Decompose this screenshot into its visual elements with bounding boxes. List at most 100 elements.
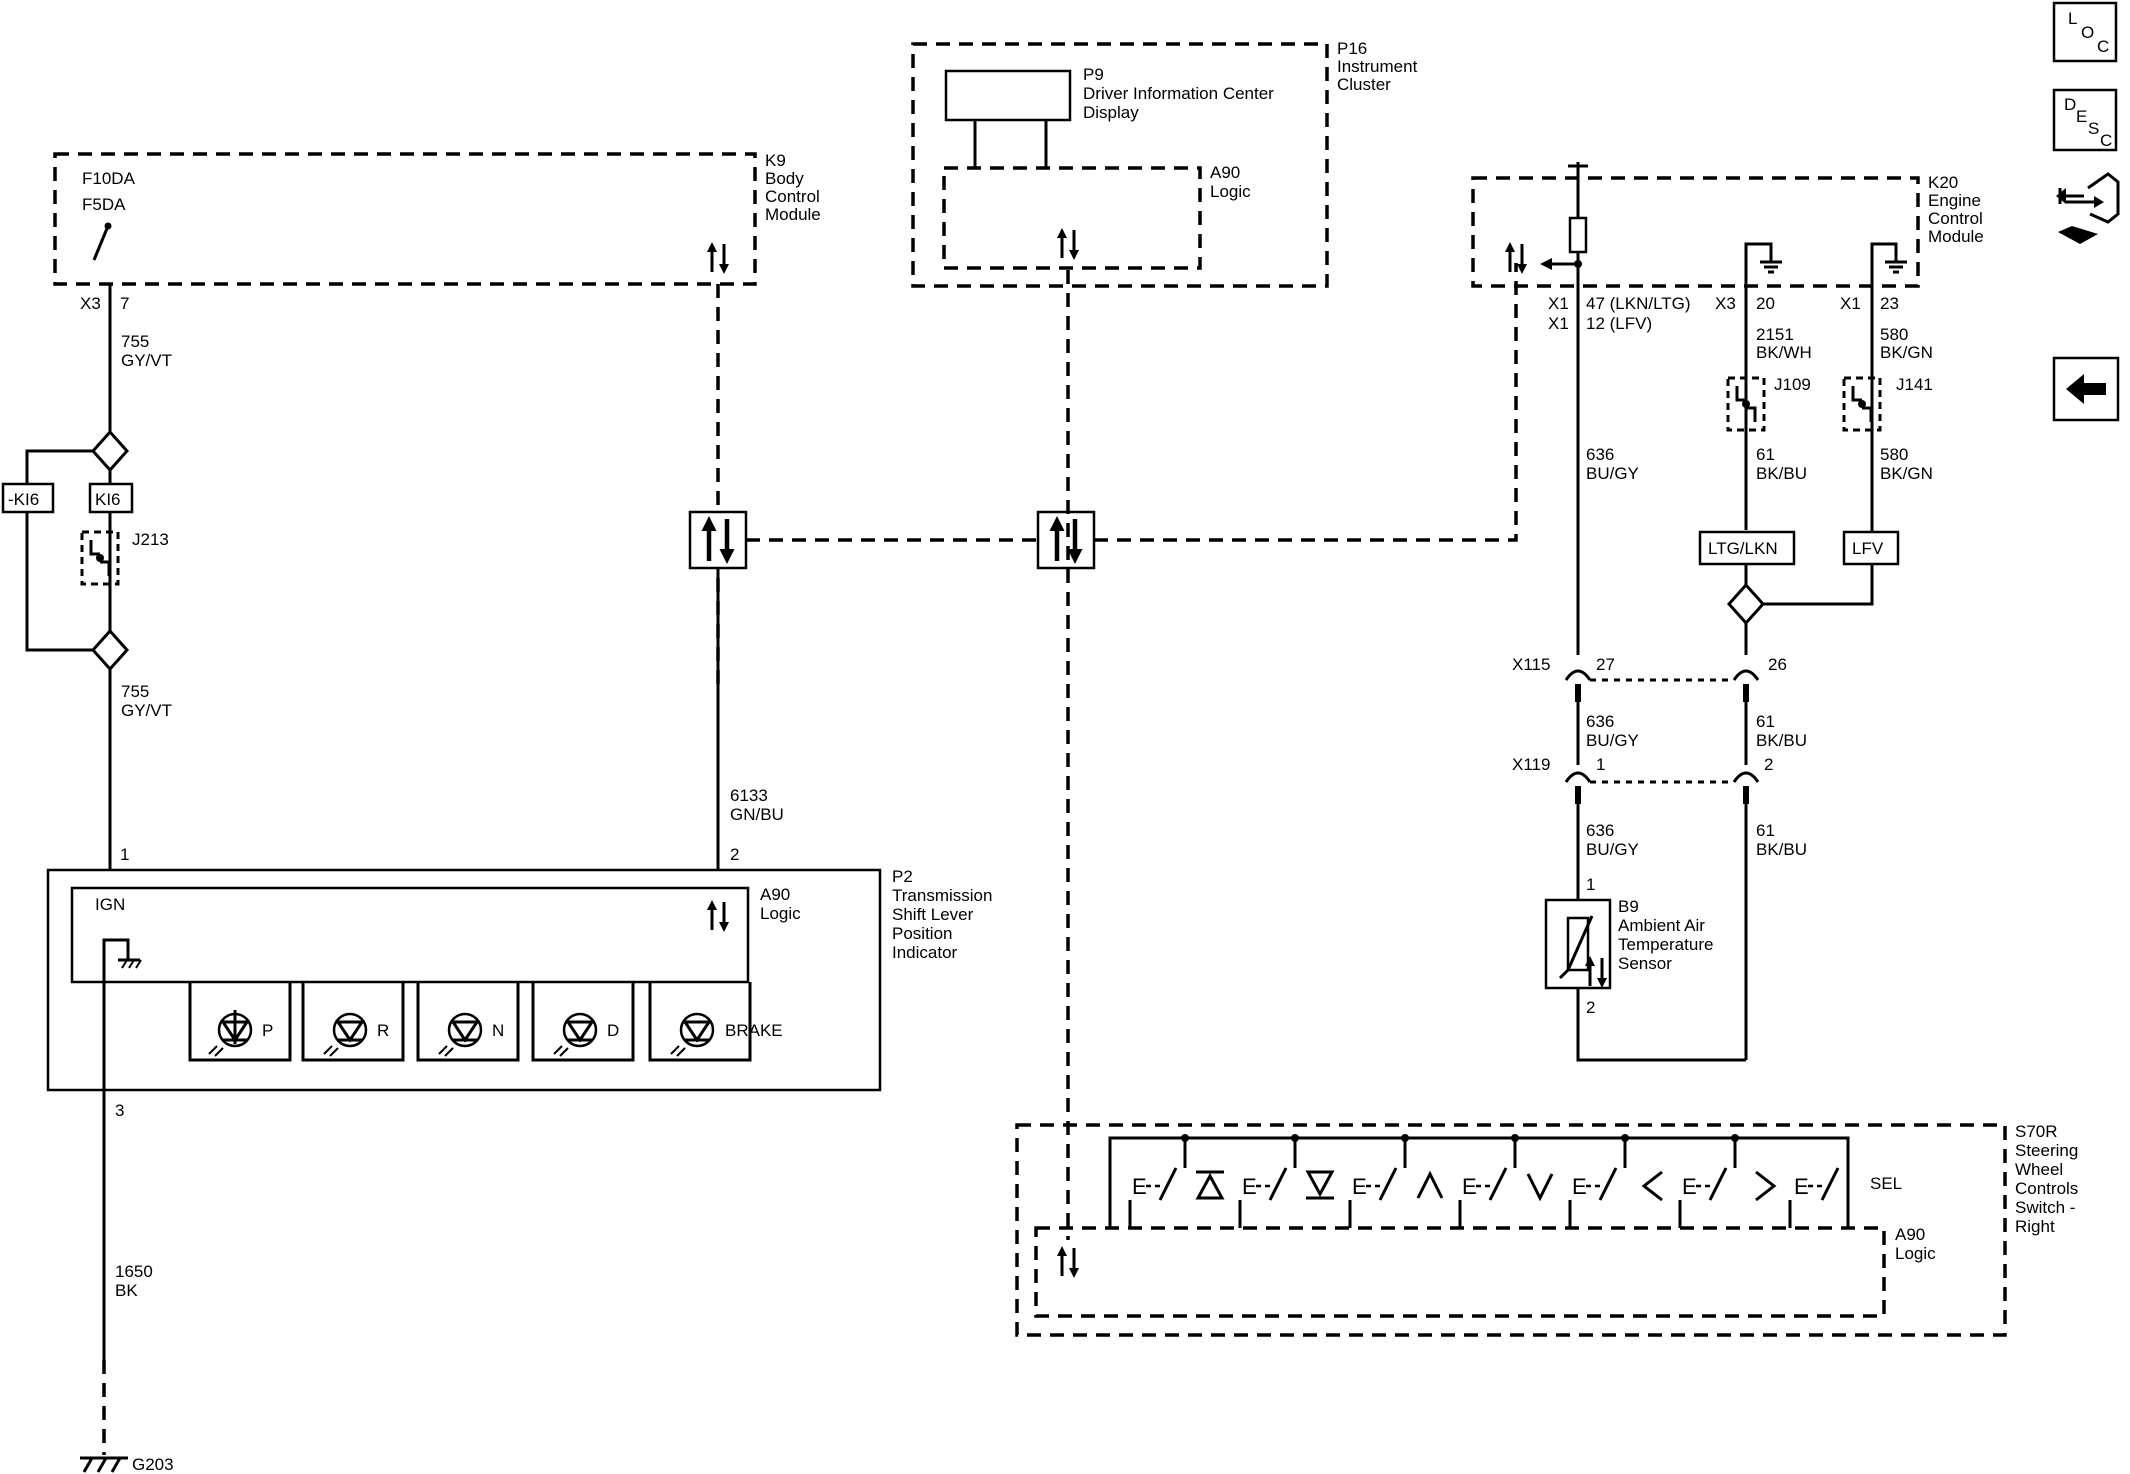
led-r-icon xyxy=(322,1012,368,1058)
splice-diamond-top xyxy=(90,429,130,473)
switch-7 xyxy=(1792,1166,1840,1202)
s70r-line5: Right xyxy=(2015,1217,2055,1236)
w636c-circuit: 636 xyxy=(1586,821,1614,840)
b9-data-arrows-icon xyxy=(1583,954,1609,990)
w636b-circuit: 636 xyxy=(1586,712,1614,731)
k9-conn-x3: X3 xyxy=(80,294,101,313)
k9-line2: Control xyxy=(765,187,820,206)
switch-6 xyxy=(1680,1166,1728,1202)
ground-g203-label: G203 xyxy=(132,1455,174,1474)
x119-pin-a: 1 xyxy=(1596,755,1605,774)
led-p-icon xyxy=(207,1012,253,1058)
led-n: N xyxy=(416,982,520,1062)
b9-return-wire xyxy=(1576,988,1746,1062)
k20-id: K20 xyxy=(1928,173,1958,192)
b9-line1: Ambient Air xyxy=(1618,916,1705,935)
s70r-line1: Steering xyxy=(2015,1141,2078,1160)
back-button[interactable] xyxy=(2052,356,2120,422)
s70r-data-arrows-icon xyxy=(1055,1244,1081,1280)
nav-desc-c: C xyxy=(2100,131,2112,150)
a90-s70r-id: A90 xyxy=(1895,1225,1925,1244)
k20-ground-1-icon xyxy=(1758,246,1784,274)
p16-instrument-cluster: P16 Instrument Cluster P9 Driver Informa… xyxy=(911,39,1418,288)
p2-line3: Position xyxy=(892,924,952,943)
wrench-icon xyxy=(2058,226,2098,244)
serial-bus-center-k20 xyxy=(1094,263,1518,542)
k20-x1-pin: 23 xyxy=(1880,294,1899,313)
description-button[interactable]: D E S C xyxy=(2052,88,2118,152)
p2-id: P2 xyxy=(892,867,913,886)
volume-up-icon xyxy=(1195,1170,1225,1200)
option-ki6-label: KI6 xyxy=(95,490,121,509)
option-neg-ki6-label: -KI6 xyxy=(8,490,39,509)
led-r-label: R xyxy=(377,1021,389,1040)
w755a-color: GY/VT xyxy=(121,351,172,370)
b9-line3: Sensor xyxy=(1618,954,1672,973)
led-n-label: N xyxy=(492,1021,504,1040)
k20-pin2-conn: X1 xyxy=(1548,314,1569,333)
w61a-circuit: 61 xyxy=(1756,445,1775,464)
s70r-line4: Switch - xyxy=(2015,1198,2075,1217)
p2-pin-2: 2 xyxy=(730,845,739,864)
option-neg-ki6 xyxy=(1,482,55,514)
location-button[interactable]: L O C xyxy=(2052,1,2118,63)
p2-internal-ground-wire xyxy=(102,938,130,1180)
led-brake: BRAKE xyxy=(648,982,783,1062)
nav-desc-e: E xyxy=(2076,107,2087,126)
led-d-icon xyxy=(552,1012,598,1058)
s70r-id: S70R xyxy=(2015,1122,2058,1141)
nav-desc-d: D xyxy=(2064,95,2076,114)
k20-pin1-conn: X1 xyxy=(1548,294,1569,313)
left-icon xyxy=(1641,1170,1663,1202)
led-p-label: P xyxy=(262,1021,273,1040)
k9-line1: Body xyxy=(765,169,804,188)
led-r: R xyxy=(301,982,405,1062)
k9-data-arrows-icon xyxy=(705,240,731,276)
p16-id: P16 xyxy=(1337,39,1367,58)
option-lfv-label: LFV xyxy=(1852,539,1884,558)
x119-label: X119 xyxy=(1512,755,1550,774)
w2151-circuit: 2151 xyxy=(1756,325,1794,344)
a90-p2-id: A90 xyxy=(760,885,790,904)
x119-pin-b: 2 xyxy=(1764,755,1773,774)
k20-x1-conn: X1 xyxy=(1840,294,1861,313)
connector-pinout-button[interactable] xyxy=(2056,172,2120,244)
k20-pullup-resistor xyxy=(1568,216,1588,254)
p9-display-box xyxy=(944,69,1072,122)
volume-down-icon xyxy=(1305,1170,1335,1200)
w2151-color: BK/WH xyxy=(1756,343,1812,362)
a90-p16-logic-box xyxy=(942,166,1202,270)
w1650-circuit: 1650 xyxy=(115,1262,153,1281)
a90-s70r-name: Logic xyxy=(1895,1244,1936,1263)
k9-fuse-contact xyxy=(92,225,110,261)
right-icon xyxy=(1755,1170,1777,1202)
p2-line2: Shift Lever xyxy=(892,905,974,924)
s70r-switch-contacts xyxy=(1128,1134,1850,1228)
w580a-color: BK/GN xyxy=(1880,343,1933,362)
w61c-circuit: 61 xyxy=(1756,821,1775,840)
k20-engine-control-module: K20 Engine Control Module xyxy=(1471,162,1984,288)
a90-p16-name: Logic xyxy=(1210,182,1251,201)
switch-2 xyxy=(1240,1166,1288,1202)
x115-female-b xyxy=(1732,669,1760,681)
option-ki6 xyxy=(88,482,134,514)
w6133-circuit: 6133 xyxy=(730,786,768,805)
w61c-color: BK/BU xyxy=(1756,840,1807,859)
k9-body-control-module: K9 Body Control Module F10DA F5DA xyxy=(53,151,821,286)
w1650-color: BK xyxy=(115,1281,138,1300)
b9-pin-2: 2 xyxy=(1586,998,1595,1017)
k20-line3: Module xyxy=(1928,227,1984,246)
nav-loc-o: O xyxy=(2081,23,2094,42)
data-link-box-center xyxy=(1036,510,1096,570)
option-ltg-lkn-label: LTG/LKN xyxy=(1708,539,1778,558)
back-arrow-icon xyxy=(2066,374,2106,404)
down-icon xyxy=(1526,1173,1554,1202)
ground-g203-icon xyxy=(80,1456,128,1473)
s70r-steering-wheel-controls: S70R Steering Wheel Controls Switch - Ri… xyxy=(1015,1122,2078,1337)
switch-5 xyxy=(1570,1166,1618,1202)
p2-pin-1: 1 xyxy=(120,845,129,864)
led-p: P xyxy=(188,982,292,1062)
nav-loc-c: C xyxy=(2097,37,2109,56)
switch-3 xyxy=(1350,1166,1398,1202)
